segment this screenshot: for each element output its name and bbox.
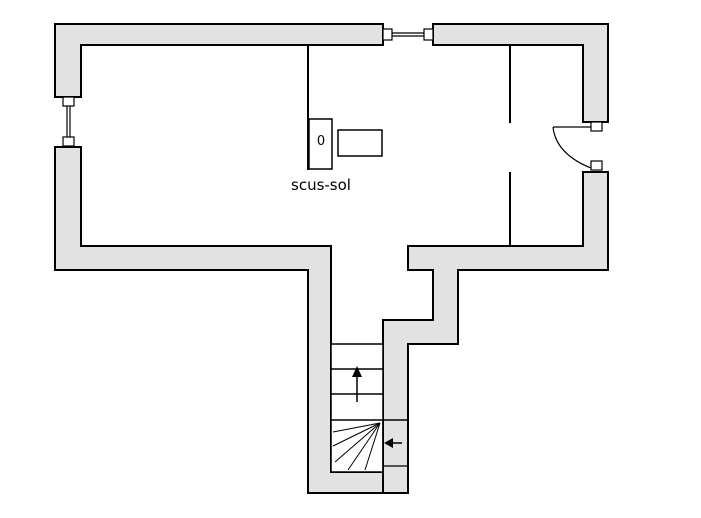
tank-fixture	[337, 129, 383, 157]
wall-top-right	[432, 23, 609, 123]
wall-right-stair-shaft	[382, 171, 609, 494]
room-label: scus-sol	[291, 176, 351, 194]
staircase	[330, 343, 408, 473]
wall-outline-main	[54, 23, 384, 98]
window-top	[382, 28, 434, 41]
boiler-fixture: 0	[308, 118, 333, 170]
arrow-left-icon	[384, 438, 402, 448]
fixture-label: 0	[317, 134, 325, 149]
arrow-up-icon	[352, 366, 362, 402]
door-right	[552, 121, 603, 171]
window-left	[62, 96, 75, 147]
